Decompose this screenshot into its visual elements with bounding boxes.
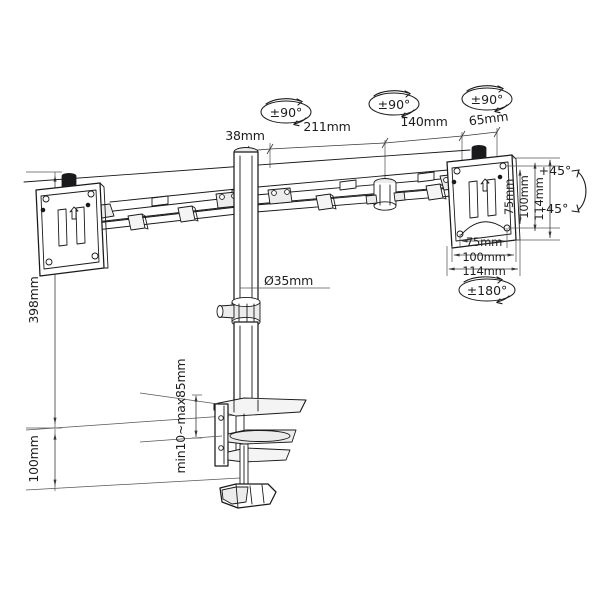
dimension-label-65mm: 65mm [468,109,509,129]
cable-clip-3 [315,193,337,211]
dimension-label-38mm: 38mm [225,128,264,143]
rotation-badge-1-label: ±90° [270,105,303,120]
dimension-label-vesa-v-114: 114mm [532,177,546,220]
arm-pivot-collar [365,178,406,211]
rotation-badge-2-label: ±90° [378,97,411,112]
rotation-badge-1: ±90° [260,98,312,127]
dimension-base-height: 100mm [25,414,241,491]
dimension-label-base-height: 100mm [26,435,41,482]
arm-joint-center-left [215,191,239,209]
dimension-label-vesa-v-100: 100mm [517,175,531,218]
dimension-label-140mm: 140mm [400,114,447,129]
rotation-badge-3: ±90° [461,85,513,114]
dimension-vesa-horizontal: 75mm 100mm 114mm [446,228,521,278]
dimension-label-pole-diameter: Ø35mm [264,273,313,288]
dimension-label-clamp-range: min10~max85mm [173,359,188,474]
dimension-label-211mm: 211mm [303,119,350,134]
dimension-pole-diameter: Ø35mm [240,273,330,289]
tilt-down-label: -45° [542,201,569,216]
rail-tab-4 [417,171,435,183]
rail-tab-1 [151,195,169,207]
tilt-up-label: +45° [539,163,572,178]
dimension-label-total-height: 398mm [26,276,41,323]
arm-joint-center-right [267,187,293,205]
center-pole [216,147,261,401]
dimension-label-vesa-h-75: 75mm [466,235,502,249]
desk-clamp-assembly [213,397,307,509]
dimension-label-vesa-h-114: 114mm [462,264,505,278]
dimension-vesa-vertical: 75mm 100mm 114mm [502,157,560,241]
rotation-badge-2: ±90° [368,90,420,119]
dimension-label-vesa-h-100: 100mm [462,250,505,264]
rail-tab-3 [339,179,357,191]
horizontal-arm-assembly [23,149,471,231]
cable-clip-1 [127,213,149,231]
dimension-label-vesa-v-75: 75mm [502,179,516,215]
dimension-clamp-range: min10~max85mm [139,359,223,474]
tilt-annotation: +45° -45° [539,163,587,216]
rotation-badge-180-label: ±180° [467,283,508,298]
cable-clip-2 [177,205,199,223]
rotation-badge-180: ±180° [458,276,516,305]
dimension-chain-arm: 38mm 211mm 140mm 65mm [225,109,509,180]
cable-clip-4 [425,183,447,201]
left-vesa-plate [35,172,109,277]
rotation-badge-3-label: ±90° [471,92,504,107]
